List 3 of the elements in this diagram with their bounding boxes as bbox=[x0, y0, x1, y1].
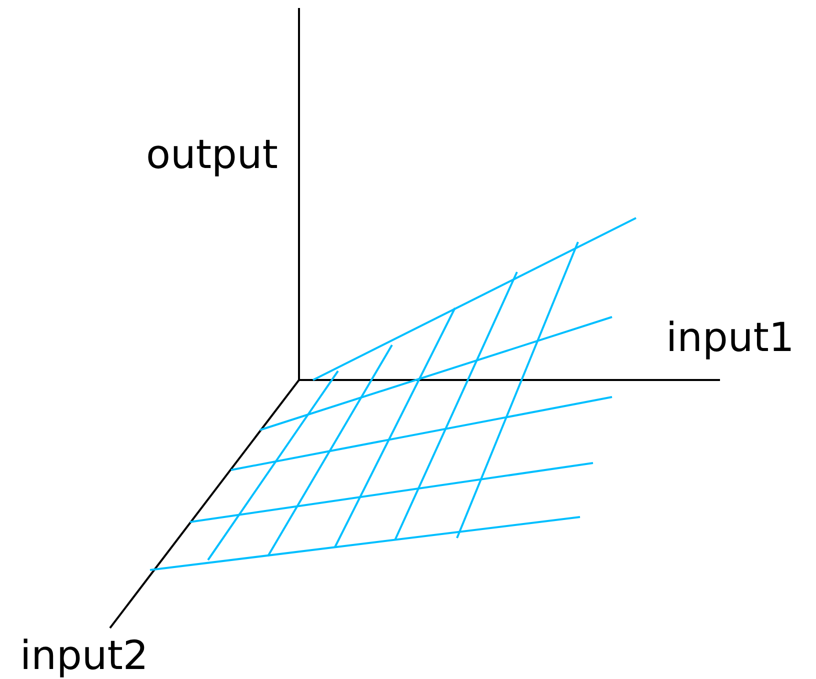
axis-label: output bbox=[146, 135, 278, 175]
axis-label: input2 bbox=[20, 636, 148, 676]
axis-label: input1 bbox=[666, 318, 794, 358]
